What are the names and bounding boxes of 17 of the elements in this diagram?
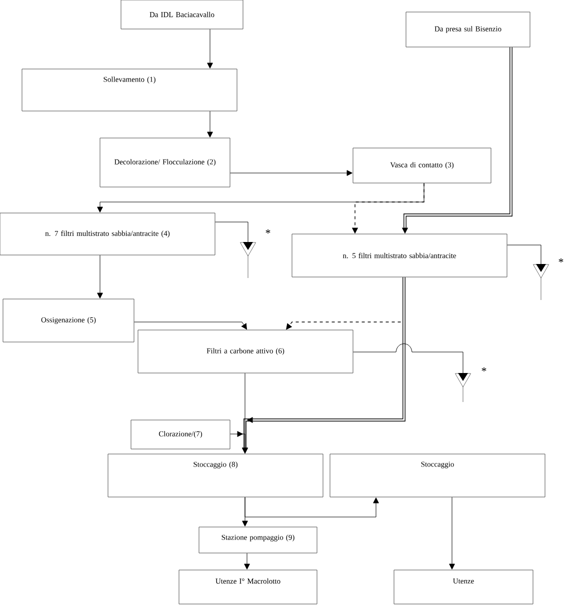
arrow [507,244,542,264]
asterisk-note: * [266,229,270,234]
arrow [244,553,250,570]
asterisk-note: * [482,367,486,372]
sampling-point-symbol [454,373,472,402]
arrow [449,497,455,570]
arrow [244,497,379,518]
arrow [207,29,213,68]
arrow [230,431,248,454]
arrow [230,170,352,176]
sampling-point-symbol [240,242,256,278]
arrow [207,111,213,138]
arrow [97,255,103,298]
sampling-point-symbol [532,264,550,300]
asterisk-note: * [558,258,564,262]
arrow [134,322,247,330]
arrow [215,222,248,242]
